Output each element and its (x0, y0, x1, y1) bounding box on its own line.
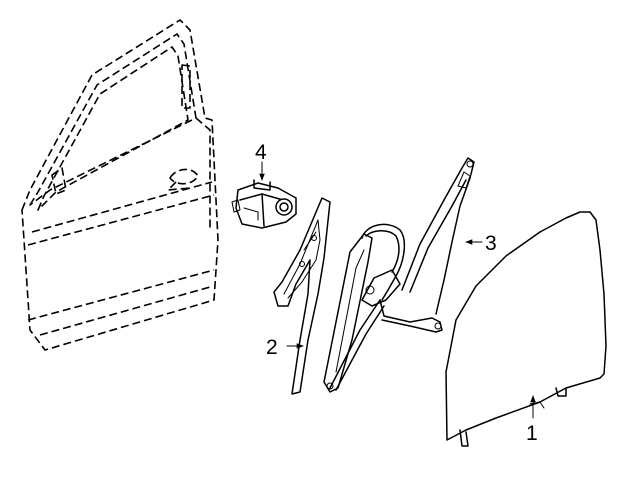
glass-run-channel (273, 197, 331, 395)
callout-4: 4 (255, 141, 267, 164)
callout-1: 1 (526, 422, 538, 445)
regulator-motor (231, 179, 297, 229)
leader-lines (259, 161, 536, 419)
callout-2: 2 (266, 336, 278, 359)
window-regulator (323, 157, 475, 393)
door-glass (445, 211, 607, 447)
callout-3: 3 (485, 232, 497, 255)
door-shell (21, 19, 219, 351)
